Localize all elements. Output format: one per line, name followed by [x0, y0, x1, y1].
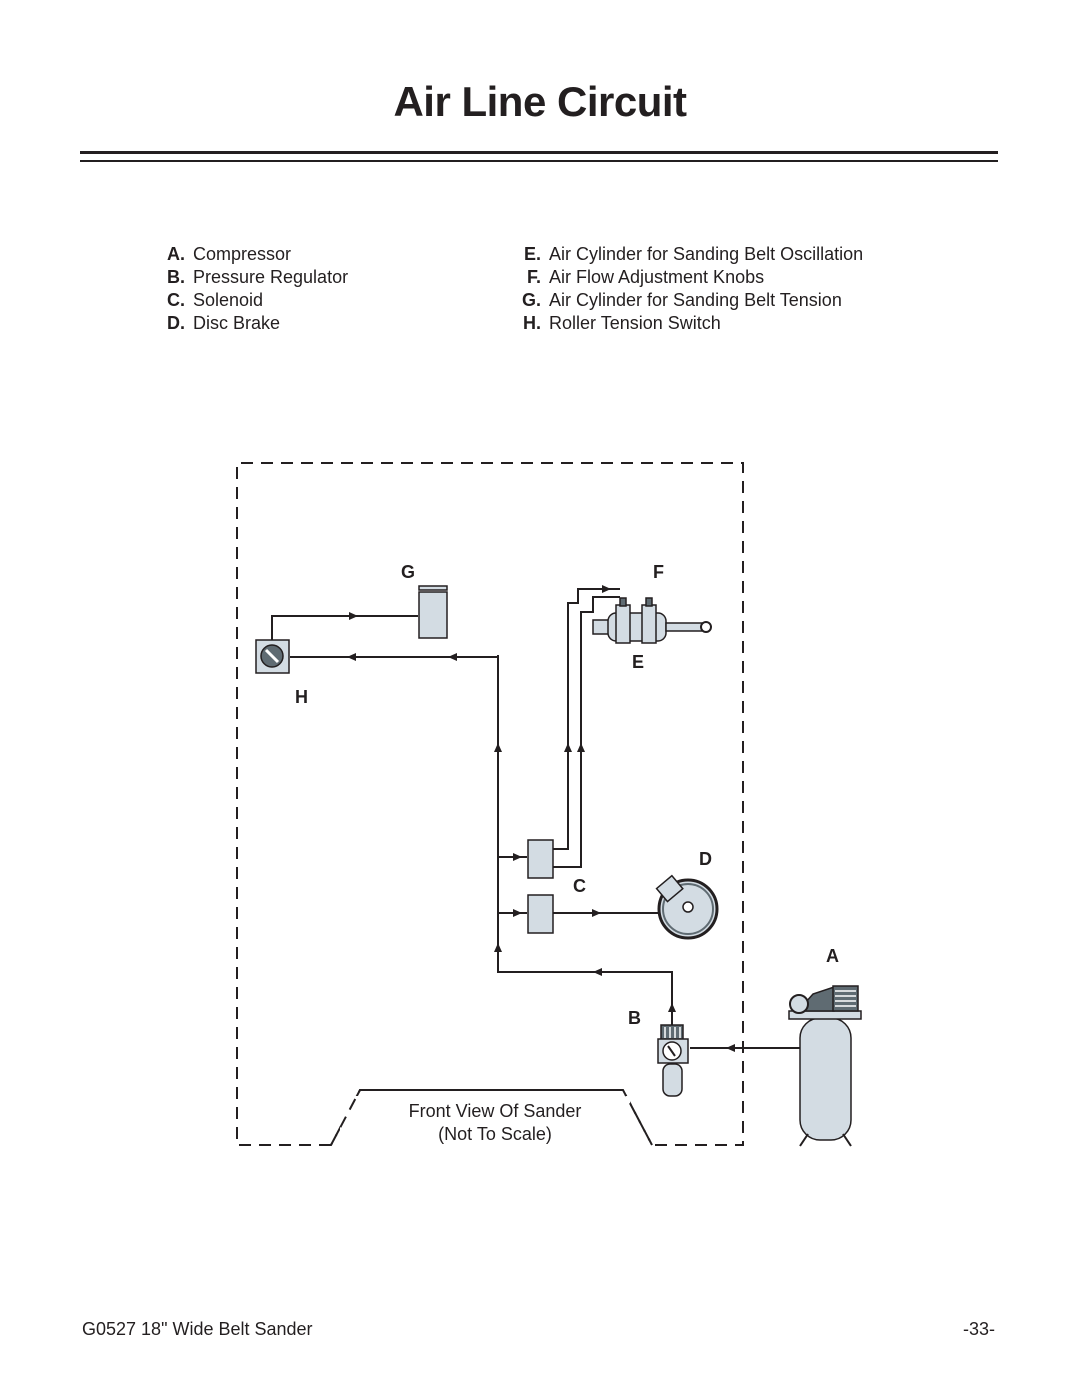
title-rule-bottom [80, 160, 998, 162]
legend-key: E. [523, 244, 541, 264]
label-e: E [632, 652, 644, 672]
diagram-caption-line1: Front View Of Sander [409, 1101, 582, 1121]
legend-item-h: H. Roller Tension Switch [502, 312, 863, 335]
legend-item-a: A. Compressor [146, 243, 348, 266]
line-regulator-up [497, 655, 673, 1025]
legend-label: Air Cylinder for Sanding Belt Oscillatio… [549, 244, 864, 264]
legend-item-b: B. Pressure Regulator [146, 266, 348, 289]
air-cylinder-tension-g [418, 585, 448, 639]
flow-arrows [347, 585, 735, 1052]
arrow [494, 743, 502, 752]
legend-label: Pressure Regulator [193, 267, 349, 287]
arrow [513, 853, 522, 861]
pressure-regulator-b [657, 1024, 689, 1097]
legend-label: Solenoid [193, 290, 264, 310]
legend-key: C. [167, 290, 185, 310]
legend-key: G. [521, 290, 541, 310]
arrow [448, 653, 457, 661]
arrow [726, 1044, 735, 1052]
compressor-a [788, 985, 862, 1147]
disc-brake-d [655, 874, 719, 940]
legend-label: Compressor [193, 244, 292, 264]
line-solenoid-to-cylinder-b [553, 596, 620, 868]
legend-key: H. [523, 313, 541, 333]
label-g: G [401, 562, 415, 582]
label-a: A [826, 946, 839, 966]
arrow [494, 943, 502, 952]
air-cylinder-oscillation-e [592, 597, 712, 644]
footer-document-title: G0527 18" Wide Belt Sander [82, 1319, 313, 1339]
label-b: B [628, 1008, 641, 1028]
legend-label: Air Flow Adjustment Knobs [549, 267, 765, 287]
label-c: C [573, 876, 586, 896]
arrow [602, 585, 611, 593]
arrow [668, 1003, 676, 1012]
legend-label: Roller Tension Switch [549, 313, 721, 333]
page-title: Air Line Circuit [393, 78, 687, 125]
solenoid-c [527, 839, 554, 934]
legend-item-f: F. Air Flow Adjustment Knobs [502, 266, 863, 289]
roller-tension-switch-h [255, 639, 290, 674]
line-switch-to-cylinder-g [271, 615, 418, 640]
legend-key: A. [167, 244, 185, 264]
legend-label: Disc Brake [193, 313, 281, 333]
arrow [564, 743, 572, 752]
title-rule-top [80, 151, 998, 154]
outline-notch-mask [340, 1096, 630, 1148]
legend-key: B. [167, 267, 185, 287]
legend-item-e: E. Air Cylinder for Sanding Belt Oscillat… [502, 243, 863, 266]
diagram-caption-line2: (Not To Scale) [438, 1124, 552, 1144]
legend-item-d: D. Disc Brake [146, 312, 348, 335]
arrow [577, 743, 585, 752]
label-h: H [295, 687, 308, 707]
arrow [349, 612, 358, 620]
arrow [592, 909, 601, 917]
line-solenoid-to-cylinder-a [553, 588, 620, 850]
label-d: D [699, 849, 712, 869]
sander-outline [236, 462, 744, 1146]
arrow [347, 653, 356, 661]
footer-page-number: -33- [962, 1319, 995, 1339]
air-lines [271, 588, 800, 1049]
legend-key: D. [167, 313, 185, 333]
legend-right-column: E. Air Cylinder for Sanding Belt Oscillat… [502, 243, 863, 335]
legend-item-g: G. Air Cylinder for Sanding Belt Tension [502, 289, 863, 312]
legend-key: F. [526, 267, 541, 287]
sander-outline-notch [330, 1089, 653, 1146]
legend-label: Air Cylinder for Sanding Belt Tension [549, 290, 842, 310]
arrow [593, 968, 602, 976]
legend-item-c: C. Solenoid [146, 289, 348, 312]
legend-left-column: A. Compressor B. Pressure Regulator C. Sole… [146, 243, 348, 335]
label-f: F [653, 562, 664, 582]
arrow [513, 909, 522, 917]
